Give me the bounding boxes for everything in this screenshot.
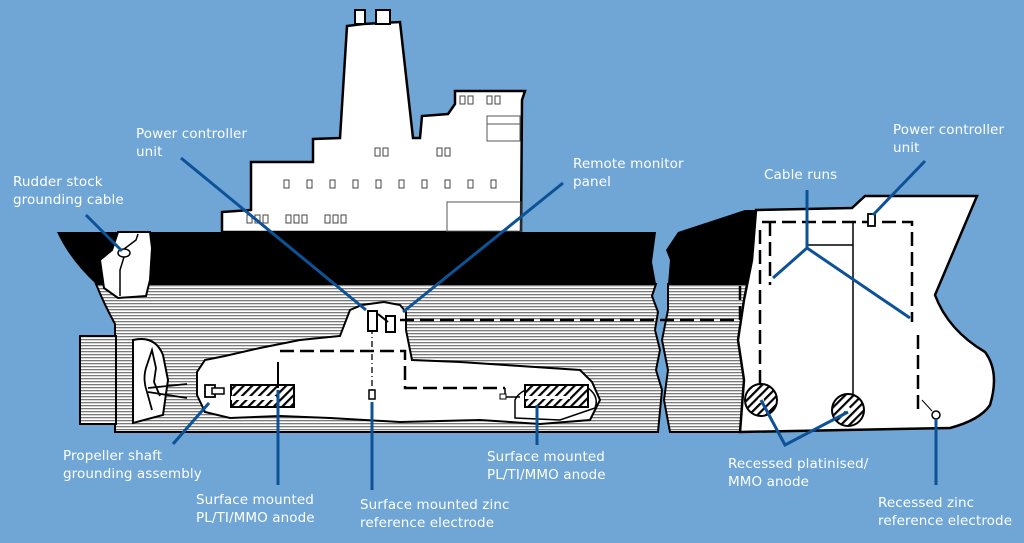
label-line: Surface mounted [196, 492, 314, 508]
window-icon [382, 147, 389, 157]
window-icon [262, 214, 269, 224]
label-line: Rudder stock [13, 174, 103, 190]
label-line: grounding assembly [63, 466, 202, 482]
label-line: Remote monitor [573, 156, 684, 172]
label-line: reference electrode [360, 515, 495, 531]
hull-aft-upper [57, 232, 656, 284]
window-icon [494, 95, 501, 105]
label-line: Propeller shaft [63, 448, 163, 464]
window-icon [375, 179, 382, 189]
leader-lines [84, 156, 938, 490]
window-icon [490, 179, 497, 189]
label-recessed-zinc: Recessed zinc reference electrode [878, 494, 1012, 530]
superstructure [220, 9, 527, 234]
label-line: Power controller [136, 126, 248, 142]
window-icon [421, 179, 428, 189]
power-controller-aft [367, 310, 378, 332]
label-line: Recessed zinc [878, 495, 975, 511]
window-icon [374, 147, 381, 157]
label-line: PL/TI/MMO anode [196, 510, 315, 526]
window-icon [283, 179, 290, 189]
label-line: unit [136, 144, 163, 160]
window-icon [340, 214, 347, 224]
label-line: unit [893, 140, 920, 156]
label-surface-anode-mid: Surface mounted PL/TI/MMO anode [487, 448, 606, 484]
label-line: grounding cable [13, 192, 124, 208]
label-line: Surface mounted zinc [360, 497, 510, 513]
window-icon [467, 179, 474, 189]
propeller-housing [132, 338, 170, 425]
cable-runs [280, 220, 920, 410]
window-icon [467, 95, 474, 105]
window-icon [398, 179, 405, 189]
label-propeller-shaft: Propeller shaft grounding assembly [63, 447, 202, 483]
window-icon [459, 95, 466, 105]
label-line: Surface mounted [487, 449, 605, 465]
label-rudder-stock: Rudder stock grounding cable [13, 173, 124, 209]
label-line: MMO anode [728, 474, 810, 490]
window-icon [306, 179, 313, 189]
hull-fwd-upper [666, 210, 756, 284]
label-recessed-anode: Recessed platinised/ MMO anode [728, 455, 868, 491]
label-line: PL/TI/MMO anode [487, 467, 606, 483]
label-remote-monitor: Remote monitor panel [573, 155, 684, 191]
window-icon [293, 214, 300, 224]
window-icon [329, 179, 336, 189]
window-icon [285, 214, 292, 224]
hull-fwd-lower [660, 283, 754, 433]
recessed-zinc-electrode [931, 410, 941, 420]
power-controller-fwd [867, 213, 876, 227]
window-icon [332, 214, 339, 224]
remote-monitor-panel [385, 315, 396, 333]
label-surface-anode-aft: Surface mounted PL/TI/MMO anode [196, 491, 315, 527]
window-icon [444, 179, 451, 189]
rudder-cutaway [98, 231, 154, 300]
bow-cutaway [736, 194, 996, 434]
label-line: Recessed platinised/ [728, 456, 869, 472]
window-icon [352, 179, 359, 189]
label-power-controller-fwd: Power controller unit [893, 121, 1004, 157]
window-icon [436, 147, 443, 157]
window-icon [444, 147, 451, 157]
window-icon [486, 95, 493, 105]
label-line: Power controller [893, 122, 1005, 138]
label-cable-runs: Cable runs [764, 166, 837, 184]
label-line: reference electrode [878, 513, 1013, 529]
label-line: Cable runs [764, 167, 838, 183]
label-power-controller-aft: Power controller unit [136, 125, 247, 161]
engine-room-cutaway [196, 300, 602, 426]
window-icon [324, 214, 331, 224]
stern-block [79, 335, 117, 425]
propeller-icon [143, 346, 188, 411]
window-icon [301, 214, 308, 224]
zinc-ref-electrode [368, 389, 376, 400]
label-zinc-ref-surface: Surface mounted zinc reference electrode [360, 496, 510, 532]
label-line: panel [573, 174, 611, 190]
